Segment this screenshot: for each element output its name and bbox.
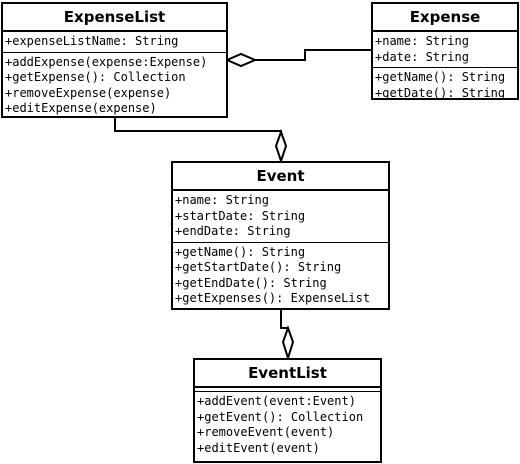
attribute: +endDate: String	[175, 224, 291, 238]
method: +addExpense(expense:Expense)	[5, 54, 208, 69]
method: +getDate(): String	[375, 85, 506, 100]
class-name: Event	[173, 163, 388, 191]
aggregation-diamond-event	[274, 129, 288, 165]
aggregation-expenselist-expense	[255, 49, 372, 61]
methods-section: +getName(): String +getDate(): String	[373, 68, 517, 103]
class-name: Expense	[373, 4, 517, 32]
method: +editExpense(expense)	[5, 101, 157, 115]
methods-section: +addExpense(expense:Expense) +getExpense…	[3, 53, 226, 119]
attributes-section: +name: String +startDate: String +endDat…	[173, 191, 388, 243]
method: +getName(): String	[175, 244, 306, 259]
attributes-section	[195, 388, 380, 392]
class-expense[interactable]: Expense +name: String +date: String +get…	[371, 2, 519, 100]
class-name: EventList	[195, 360, 380, 388]
method: +getEvent(): Collection	[197, 409, 364, 424]
aggregation-diamond-eventlist	[281, 325, 295, 362]
method: +getStartDate(): String	[175, 260, 342, 274]
aggregation-event-expenselist	[114, 118, 282, 132]
class-expenselist[interactable]: ExpenseList +expenseListName: String +ad…	[1, 2, 228, 118]
method: +getExpense(): Collection	[5, 70, 186, 84]
aggregation-eventlist-event	[280, 309, 288, 329]
aggregation-diamond-expenselist	[224, 52, 258, 68]
attribute: +name: String	[375, 34, 469, 48]
class-eventlist[interactable]: EventList +addEvent(event:Event) +getEve…	[193, 358, 382, 463]
class-event[interactable]: Event +name: String +startDate: String +…	[171, 161, 390, 310]
methods-section: +getName(): String +getStartDate(): Stri…	[173, 243, 388, 309]
attribute: +name: String	[175, 193, 269, 207]
methods-section: +addEvent(event:Event) +getEvent(): Coll…	[195, 392, 380, 458]
method: +getName(): String	[375, 70, 506, 84]
method: +addEvent(event:Event)	[197, 394, 356, 408]
method: +getEndDate(): String	[175, 275, 327, 290]
method: +editEvent(event)	[197, 440, 320, 455]
attributes-section: +expenseListName: String	[3, 32, 226, 53]
attribute: +startDate: String	[175, 208, 306, 223]
attribute: +date: String	[375, 49, 469, 64]
method: +getExpenses(): ExpenseList	[175, 291, 371, 305]
attribute: +expenseListName: String	[5, 34, 179, 48]
attributes-section: +name: String +date: String	[373, 32, 517, 68]
method: +removeExpense(expense)	[5, 85, 172, 100]
method: +removeEvent(event)	[197, 425, 335, 439]
class-name: ExpenseList	[3, 4, 226, 32]
